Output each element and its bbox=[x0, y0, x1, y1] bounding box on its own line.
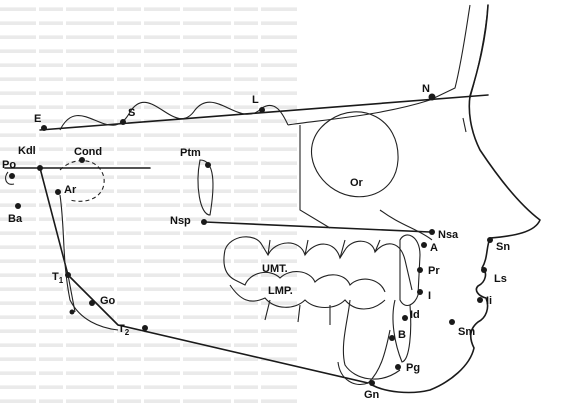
point-Po bbox=[9, 173, 15, 179]
point-Id bbox=[402, 315, 408, 321]
point-T1 bbox=[65, 272, 71, 278]
landmark-points bbox=[9, 94, 493, 387]
frontal-bone bbox=[470, 5, 488, 98]
label-Nsa: Nsa bbox=[438, 229, 459, 241]
label-B: B bbox=[398, 329, 406, 341]
ptm-fissure bbox=[198, 160, 213, 215]
symphysis-outline bbox=[338, 330, 390, 384]
point-A bbox=[421, 242, 427, 248]
point-Pg bbox=[395, 364, 401, 370]
label-Ar: Ar bbox=[64, 184, 77, 196]
label-Po: Po bbox=[2, 159, 16, 171]
point-Sn bbox=[487, 237, 493, 243]
label-Gn: Gn bbox=[364, 389, 380, 401]
label-LMP: LMP. bbox=[268, 285, 293, 297]
label-Pr: Pr bbox=[428, 265, 440, 277]
point-Go bbox=[89, 300, 95, 306]
label-Id: Id bbox=[410, 309, 420, 321]
nasal-line bbox=[463, 118, 466, 132]
point-Pr bbox=[417, 267, 423, 273]
point-Ii bbox=[477, 297, 483, 303]
point-Ba bbox=[15, 203, 21, 209]
ramus-outline bbox=[60, 195, 118, 330]
point-B bbox=[389, 335, 395, 341]
point-Nsp bbox=[201, 219, 207, 225]
point-I bbox=[417, 289, 423, 295]
label-Cond: Cond bbox=[74, 146, 102, 158]
label-N: N bbox=[422, 83, 430, 95]
label-UMT: UMT. bbox=[262, 263, 288, 275]
label-S: S bbox=[128, 107, 135, 119]
dentition bbox=[224, 235, 420, 379]
label-Sm: Sm bbox=[458, 326, 475, 338]
label-Ii: Ii bbox=[486, 295, 492, 307]
point-Gn bbox=[369, 380, 375, 386]
label-I: I bbox=[428, 290, 431, 302]
label-A: A bbox=[430, 242, 438, 254]
point-E bbox=[41, 125, 47, 131]
label-Ba: Ba bbox=[8, 213, 23, 225]
label-T2: T2 bbox=[118, 323, 130, 337]
label-Ptm: Ptm bbox=[180, 147, 201, 159]
label-E: E bbox=[34, 113, 41, 125]
label-Pg: Pg bbox=[406, 362, 420, 374]
label-Nsp: Nsp bbox=[170, 215, 191, 227]
point-T2 bbox=[142, 325, 148, 331]
point-Ar bbox=[55, 189, 61, 195]
point-Kdl bbox=[37, 165, 43, 171]
maxilla-outline bbox=[300, 125, 432, 240]
landmark-labels: E S L N Kdl Cond Po Ar Ba Ptm Or Nsp Nsa… bbox=[2, 83, 510, 401]
point-L bbox=[259, 107, 265, 113]
point-extra bbox=[70, 310, 75, 315]
label-Or: Or bbox=[350, 177, 364, 189]
point-Nsa bbox=[429, 229, 435, 235]
label-Ls: Ls bbox=[494, 273, 507, 285]
palatal-plane bbox=[205, 222, 430, 232]
label-Sn: Sn bbox=[496, 241, 510, 253]
point-Ls bbox=[481, 267, 487, 273]
label-Go: Go bbox=[100, 295, 116, 307]
cranial-base bbox=[288, 5, 470, 125]
label-L: L bbox=[252, 94, 259, 106]
point-Sm bbox=[449, 319, 455, 325]
label-Kdl: Kdl bbox=[18, 145, 36, 157]
point-S bbox=[120, 119, 126, 125]
label-T1: T1 bbox=[52, 271, 64, 285]
point-Ptm bbox=[205, 162, 211, 168]
